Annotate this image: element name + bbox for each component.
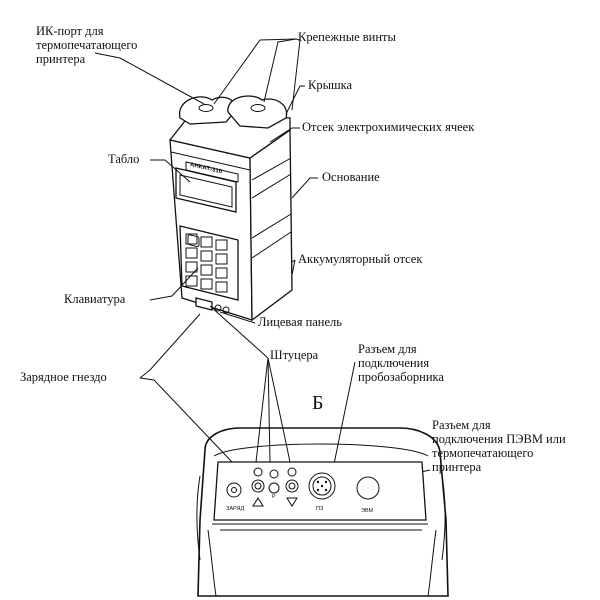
svg-text:ПЗ: ПЗ: [316, 506, 324, 512]
label-probe-connector: Разъем для подключения пробозаборника: [358, 342, 444, 384]
label-fittings: Штуцера: [270, 348, 319, 362]
device-bottom-view: ЗАРЯД P ПЗ ЭВМ: [196, 427, 449, 597]
label-charging-socket: Зарядное гнездо: [20, 370, 107, 384]
label-battery-compartment: Аккумуляторный отсек: [298, 252, 423, 266]
label-view-b: Б: [312, 392, 324, 414]
svg-text:P: P: [272, 494, 276, 500]
svg-text:ЭВМ: ЭВМ: [361, 508, 374, 514]
label-display: Табло: [108, 152, 140, 166]
label-base: Основание: [322, 170, 380, 184]
device-body: [168, 95, 293, 322]
svg-text:ЗАРЯД: ЗАРЯД: [226, 506, 245, 512]
label-cover: Крышка: [308, 78, 353, 92]
label-pc-connector: Разъем для подключения ПЭВМ или термопеч…: [432, 418, 566, 474]
label-ir-port: ИК-порт для термопечатающего принтера: [36, 24, 138, 66]
label-keyboard: Клавиатура: [64, 292, 126, 306]
label-mount-screws: Крепежные винты: [298, 30, 396, 44]
label-front-panel: Лицевая панель: [258, 315, 342, 329]
label-electrochemical-cells: Отсек электрохимических ячеек: [302, 120, 475, 134]
